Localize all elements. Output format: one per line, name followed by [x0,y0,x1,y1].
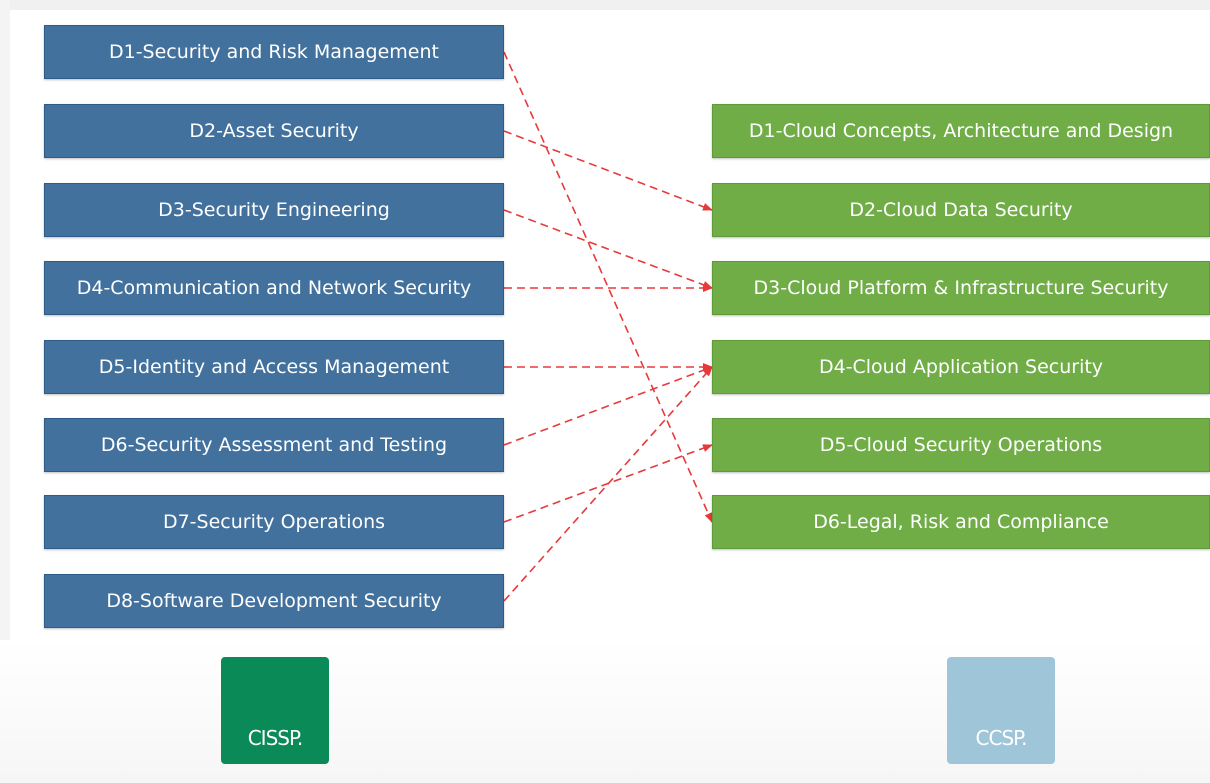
mapping-arrow-3 [503,209,713,289]
ccsp-domain-d4: D4-Cloud Application Security [712,340,1210,394]
ccsp-domain-d1: D1-Cloud Concepts, Architecture and Desi… [712,104,1210,158]
ccsp-domain-d5: D5-Cloud Security Operations [712,418,1210,472]
ccsp-logo-text: CCSP. [975,726,1028,750]
mapping-arrow-1 [503,51,713,523]
ccsp-logo: CCSP. [947,657,1055,764]
ccsp-domain-label: D4-Cloud Application Security [818,356,1104,378]
mapping-arrow-6 [503,366,713,446]
ccsp-domain-label: D6-Legal, Risk and Compliance [813,511,1109,533]
cissp-logo: CISSP. [221,657,329,764]
cissp-domain-d4: D4-Communication and Network Security [44,261,504,315]
cissp-logo-text: CISSP. [247,726,304,750]
ccsp-domain-label: D2-Cloud Data Security [849,199,1073,221]
ccsp-domain-d2: D2-Cloud Data Security [712,183,1210,237]
mapping-arrow-8 [503,366,713,602]
cissp-domain-d3: D3-Security Engineering [44,183,504,237]
cissp-domain-label: D2-Asset Security [189,120,359,142]
cissp-domain-d1: D1-Security and Risk Management [44,25,504,79]
cissp-domain-label: D8-Software Development Security [106,590,442,612]
ccsp-domain-d3: D3-Cloud Platform & Infrastructure Secur… [712,261,1210,315]
cissp-domain-label: D7-Security Operations [162,511,386,533]
cissp-domain-label: D5-Identity and Access Management [98,356,450,378]
ccsp-domain-label: D5-Cloud Security Operations [819,434,1103,456]
background-left-band [0,0,10,783]
mapping-arrow-7 [503,444,713,523]
cissp-domain-label: D6-Security Assessment and Testing [100,434,448,456]
mapping-arrow-2 [503,130,713,211]
cissp-domain-label: D4-Communication and Network Security [76,277,472,299]
background-top-band [0,0,1210,10]
ccsp-domain-label: D1-Cloud Concepts, Architecture and Desi… [748,120,1174,142]
ccsp-domain-label: D3-Cloud Platform & Infrastructure Secur… [753,277,1169,299]
cissp-domain-label: D1-Security and Risk Management [108,41,439,63]
cissp-domain-label: D3-Security Engineering [158,199,390,221]
ccsp-domain-d6: D6-Legal, Risk and Compliance [712,495,1210,549]
cissp-domain-d5: D5-Identity and Access Management [44,340,504,394]
cissp-domain-d6: D6-Security Assessment and Testing [44,418,504,472]
cissp-domain-d2: D2-Asset Security [44,104,504,158]
cissp-domain-d8: D8-Software Development Security [44,574,504,628]
cissp-domain-d7: D7-Security Operations [44,495,504,549]
